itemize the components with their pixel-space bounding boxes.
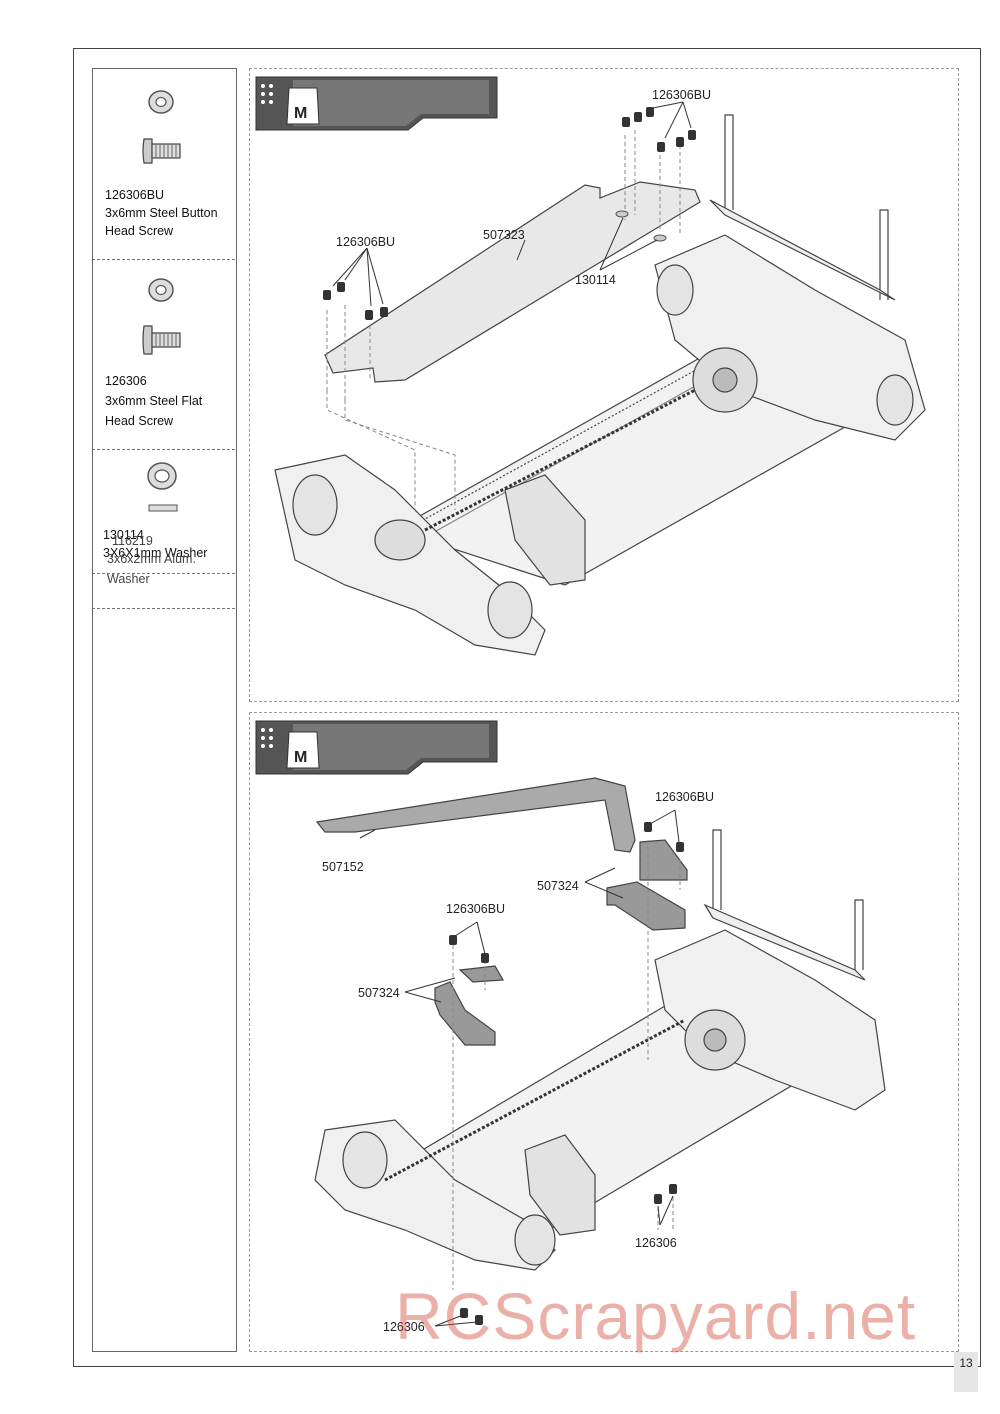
step-2-label-screws-bottom-left: 126306 xyxy=(383,1320,425,1334)
step-1-label-top-deck: 507323 xyxy=(483,228,525,242)
parts-separator xyxy=(92,449,235,450)
step-2-label-screws-middle: 126306BU xyxy=(446,902,506,916)
part-code-3: 130114 xyxy=(103,528,144,542)
parts-list-panel xyxy=(92,68,237,1352)
page-number: 13 xyxy=(954,1352,978,1392)
part-name-1b: Head Screw xyxy=(105,224,174,238)
washer-icon xyxy=(147,462,177,490)
part-name-3: 3X6X1mm Washer xyxy=(103,546,208,560)
step-2-label-holder-left: 507324 xyxy=(358,986,400,1000)
step-2-header-icon: M xyxy=(294,749,307,766)
part-code-4: 116219 xyxy=(112,534,153,548)
step-2-panel xyxy=(249,712,959,1352)
step-2-label-screws-bottom-right: 126306 xyxy=(635,1236,677,1250)
step-1-label-screws-left: 126306BU xyxy=(336,235,396,249)
step-2-header: M xyxy=(255,720,498,775)
part-code-2: 126306 xyxy=(105,374,147,388)
step-1-panel xyxy=(249,68,959,702)
button-head-screw-icon xyxy=(142,138,181,164)
washer-side-icon xyxy=(148,504,178,512)
step-2-chassis-drawing xyxy=(314,777,886,1327)
part-name-4: 3x6x2mm Alum. xyxy=(107,552,196,566)
part-name-1: 3x6mm Steel Button xyxy=(105,206,218,220)
parts-separator xyxy=(92,259,235,260)
part-name-2: 3x6mm Steel Flat xyxy=(105,394,203,408)
flat-head-screw-icon xyxy=(142,325,181,355)
part-name-4b: Washer xyxy=(107,572,150,586)
step-1-label-washer: 130114 xyxy=(575,273,616,287)
parts-separator xyxy=(92,573,235,574)
part-code-1: 126306BU xyxy=(105,188,165,202)
step-2-label-holder-right: 507324 xyxy=(537,879,579,893)
part-name-2b: Head Screw xyxy=(105,414,174,428)
step-1-chassis-drawing xyxy=(274,101,926,656)
step-1-label-screws-top: 126306BU xyxy=(652,88,712,102)
step-1-header: M xyxy=(255,76,498,131)
washer-icon xyxy=(148,278,174,302)
step-1-header-icon: M xyxy=(294,105,307,122)
washer-icon xyxy=(148,90,174,114)
parts-separator xyxy=(92,608,235,609)
step-2-label-screws-right: 126306BU xyxy=(655,790,715,804)
page-frame xyxy=(73,48,981,1367)
watermark-text: RCScrapyard.net xyxy=(395,1279,917,1353)
step-2-label-battery-strap: 507152 xyxy=(322,860,364,874)
